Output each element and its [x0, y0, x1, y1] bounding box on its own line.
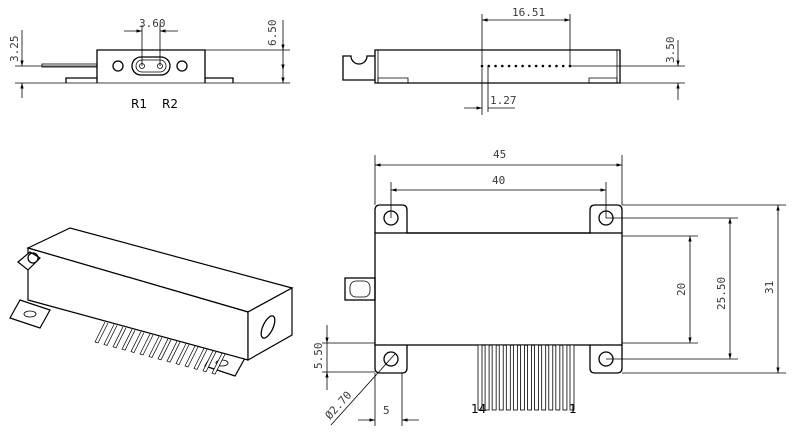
pin-dot	[541, 64, 545, 68]
pin	[541, 344, 547, 411]
dim-flange-depth: 5.50	[312, 343, 325, 370]
pin	[498, 344, 504, 411]
pin	[491, 344, 497, 411]
pin-dot	[555, 64, 558, 68]
label-r2: R2	[162, 97, 178, 111]
pin-dot	[494, 64, 497, 68]
pin-dot	[528, 64, 531, 68]
pin	[477, 344, 483, 411]
mount-hole-icon	[383, 351, 399, 367]
iso-pin	[202, 350, 217, 373]
iso-pin	[94, 321, 109, 344]
iso-pin	[193, 348, 208, 370]
iso-pins	[94, 321, 226, 375]
mount-hole-icon	[176, 60, 188, 72]
mount-hole-icon	[112, 60, 124, 72]
dim-hole-pitch-x: 40	[492, 174, 505, 187]
iso-pin	[139, 333, 154, 356]
dim-flange-length: 5	[383, 404, 390, 417]
dim-height: 6.50	[266, 20, 279, 47]
pin	[548, 344, 554, 411]
pin	[484, 344, 490, 411]
front-view: 3.60 6.50 3.25 R1 R2	[8, 17, 290, 111]
dim-pin-pitch: 1.27	[490, 94, 517, 107]
pin	[520, 344, 525, 411]
isometric-view	[9, 227, 294, 377]
pin-dot	[548, 64, 551, 68]
dim-hole-pitch-y: 25.50	[715, 277, 728, 310]
iso-pin	[148, 336, 163, 358]
iso-pin	[112, 326, 127, 349]
pin-label-last: 1	[569, 402, 577, 416]
iso-pin	[175, 343, 190, 366]
dim-pin-span: 16.51	[512, 6, 545, 19]
pin	[569, 344, 575, 411]
pin-dot	[514, 64, 518, 68]
pin-dots	[480, 64, 572, 68]
iso-pin	[211, 353, 226, 375]
pin-dot	[561, 64, 565, 68]
dim-body-width: 20	[675, 283, 688, 296]
iso-pin	[184, 345, 199, 368]
pin-dot	[501, 64, 504, 68]
iso-pin	[130, 331, 145, 354]
dim-flange-width: 45	[493, 148, 506, 161]
iso-pin	[166, 341, 181, 363]
fiber-connector	[344, 277, 376, 301]
top-view: 14 1 45 40 20 25.50 31 5.50 Ø2.70 5	[312, 148, 786, 426]
dim-pin-height: 3.50	[664, 37, 677, 64]
pin	[527, 344, 532, 411]
pin-dot	[521, 64, 524, 68]
iso-pin	[103, 324, 118, 346]
dim-fiber-height: 3.25	[8, 36, 21, 63]
connector-oval	[131, 56, 171, 76]
side-view: 16.51 3.50 1.27	[342, 6, 685, 115]
pin	[555, 344, 561, 411]
pin	[505, 344, 511, 411]
top-pins	[477, 344, 575, 411]
label-r1: R1	[131, 97, 147, 111]
pin-dot	[534, 64, 538, 68]
pin	[512, 344, 518, 411]
iso-pin	[121, 329, 136, 351]
pin	[562, 344, 568, 411]
pin-label-first: 14	[471, 402, 486, 416]
pin	[534, 344, 540, 411]
dim-pitch: 3.60	[139, 17, 166, 30]
pin-dot	[507, 64, 511, 68]
dim-total-height: 31	[763, 281, 776, 294]
iso-pin	[157, 338, 172, 361]
